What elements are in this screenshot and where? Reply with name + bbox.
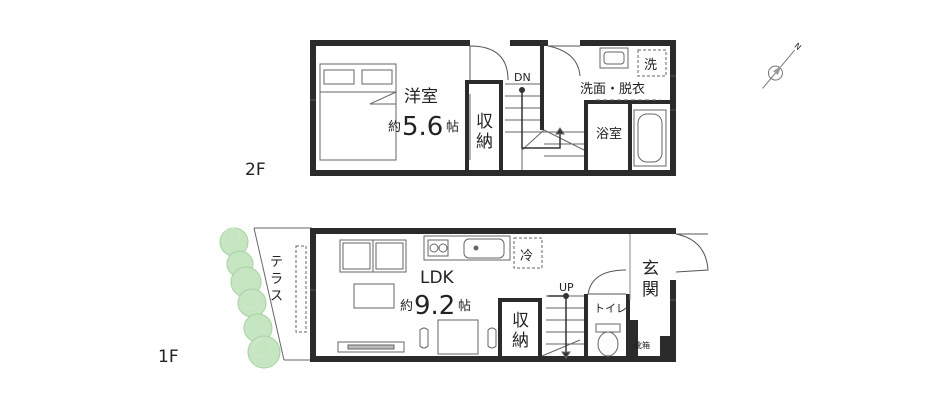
terrace-char-3: ス (270, 289, 283, 304)
door-swing-2f-bedroom (469, 45, 509, 81)
area-prefix-bedroom: 約 (388, 120, 401, 135)
floor-label-1f: 1F (158, 347, 179, 367)
floor-2f: 2F (245, 40, 676, 180)
area-value-ldk: 9.2 (414, 291, 455, 321)
terrace-label: テ ラ ス (270, 255, 283, 304)
window-marks-1f (310, 289, 676, 301)
stair-label-dn: DN (514, 71, 531, 84)
room-label-washroom: 洗面・脱衣 (580, 81, 645, 97)
fridge-space (513, 237, 543, 269)
area-unit-bedroom: 帖 (446, 120, 459, 135)
closet-label-2f-top: 収 (476, 112, 493, 132)
bathtub (633, 109, 667, 167)
area-unit-ldk: 帖 (458, 299, 471, 314)
sofa (339, 239, 407, 273)
room-label-bath: 浴室 (596, 126, 622, 142)
entrance-char-2: 関 (642, 280, 659, 300)
room-label-toilet: トイレ (594, 302, 627, 315)
washer-label: 洗 (644, 58, 657, 73)
door-swing-2f-washroom (547, 45, 581, 77)
closet-label-1f-top: 収 (512, 311, 529, 331)
stair-label-up: UP (559, 281, 574, 294)
compass: N (762, 41, 803, 89)
entrance-char-1: 玄 (642, 259, 659, 279)
trees (219, 227, 281, 369)
walls-1f (310, 228, 676, 362)
entrance-label: 玄 関 (642, 259, 659, 300)
kitchen-counter (423, 235, 511, 261)
terrace-char-2: ラ (270, 272, 283, 287)
closet-label-1f-bottom: 納 (512, 331, 529, 351)
coffee-table (353, 283, 395, 309)
stairs-1f (541, 293, 584, 359)
washer-space (637, 49, 667, 77)
door-swing-toilet (587, 269, 627, 295)
walls-2f (310, 40, 676, 176)
vanity-sink-2f (599, 47, 629, 69)
dining-set (419, 319, 497, 355)
area-value-bedroom: 5.6 (402, 112, 443, 142)
stairs-2f (505, 83, 585, 170)
floor-1f: 1F テ ラ ス (158, 227, 709, 369)
toilet-fixture (595, 323, 621, 357)
area-prefix-ldk: 約 (400, 299, 413, 314)
terrace (253, 227, 312, 361)
shoe-box-label: 靴箱 (634, 340, 650, 350)
door-swing-entrance (675, 233, 709, 273)
compass-north-label: N (792, 41, 802, 52)
closet-label-2f-bottom: 納 (476, 132, 493, 152)
terrace-char-1: テ (270, 255, 283, 270)
fridge-label: 冷 (520, 249, 533, 264)
bed-2f (319, 63, 397, 161)
window-marks-2f (310, 75, 676, 111)
floor-label-2f: 2F (245, 160, 266, 180)
room-label-bedroom: 洋室 (404, 87, 438, 107)
room-label-ldk: LDK (420, 268, 455, 288)
tv-board (337, 341, 405, 353)
